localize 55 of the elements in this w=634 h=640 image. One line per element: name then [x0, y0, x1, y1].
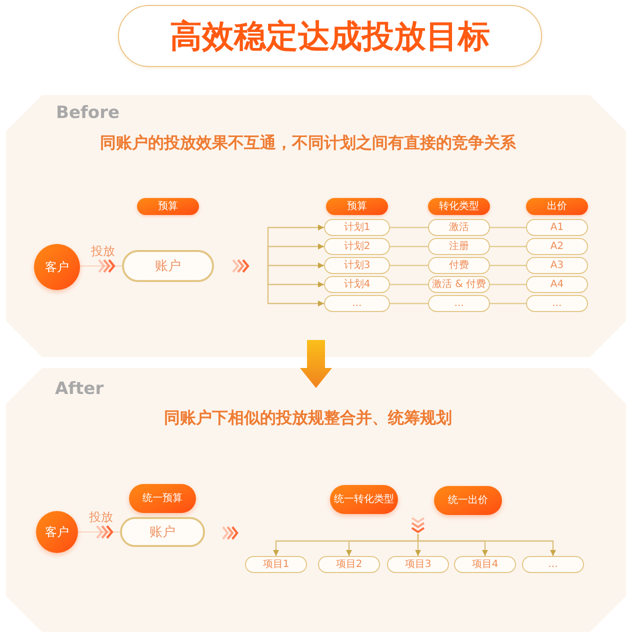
connector-line: [490, 246, 526, 248]
project-pill: 项目2: [318, 556, 380, 573]
conversion-type-pill: ...: [428, 295, 490, 312]
bid-pill: A2: [526, 238, 588, 255]
chevron-arrow: [78, 524, 120, 540]
conversion-type-pill: 激活: [428, 219, 490, 236]
account-pill: 账户: [122, 250, 214, 282]
before-panel: [6, 95, 626, 357]
section-subtitle: 同账户下相似的投放规整合并、统筹规划: [164, 408, 452, 428]
section-heading: Before: [56, 103, 120, 124]
down-arrow: [300, 340, 332, 388]
conversion-type-pill: 激活 & 付费: [428, 276, 490, 293]
connector-line: [490, 302, 526, 304]
plan-pill: 计划1: [324, 219, 390, 236]
connector-line: [390, 226, 428, 228]
column-header-tag: 预算: [326, 198, 388, 215]
plan-pill: 计划3: [324, 257, 390, 274]
title-banner: 高效稳定达成投放目标: [118, 5, 542, 67]
bid-pill: ...: [526, 295, 588, 312]
section-heading: After: [55, 379, 104, 400]
project-pill: 项目1: [245, 556, 307, 573]
bid-pill: A4: [526, 276, 588, 293]
project-pill: ...: [522, 556, 584, 573]
project-pill: 项目4: [454, 556, 516, 573]
bid-pill: A1: [526, 219, 588, 236]
budget-tag: 预算: [137, 198, 199, 215]
plan-pill: ...: [324, 295, 390, 312]
conversion-type-pill: 注册: [428, 238, 490, 255]
edge-label: 投放: [88, 511, 114, 523]
edge-label: 投放: [90, 245, 116, 257]
chevron-arrow: [80, 258, 122, 274]
connector-arrow: [267, 244, 324, 266]
conversion-type-pill: 付费: [428, 257, 490, 274]
project-pill: 项目3: [387, 556, 449, 573]
connector-line: [390, 246, 428, 248]
unified-bid-tag: 统一出价: [434, 486, 502, 515]
column-header-tag: 转化类型: [428, 198, 490, 215]
connector-line: [390, 264, 428, 266]
column-header-tag: 出价: [526, 198, 588, 215]
connector-line: [390, 284, 428, 286]
connector-arrow: [267, 266, 324, 306]
section-subtitle: 同账户的投放效果不互通，不同计划之间有直接的竞争关系: [100, 133, 516, 153]
connector-line: [490, 264, 526, 266]
connector-arrow: [417, 534, 556, 556]
bid-pill: A3: [526, 257, 588, 274]
unified-conversion-tag: 统一转化类型: [330, 485, 398, 514]
plan-pill: 计划4: [324, 276, 390, 293]
connector-arrow: [267, 262, 324, 268]
unified-budget-tag: 统一预算: [129, 484, 196, 513]
connector-line: [490, 226, 526, 228]
connector-line: [490, 284, 526, 286]
connector-line: [390, 302, 428, 304]
plan-pill: 计划2: [324, 238, 390, 255]
after-panel: [6, 368, 626, 632]
account-pill: 账户: [120, 517, 205, 547]
